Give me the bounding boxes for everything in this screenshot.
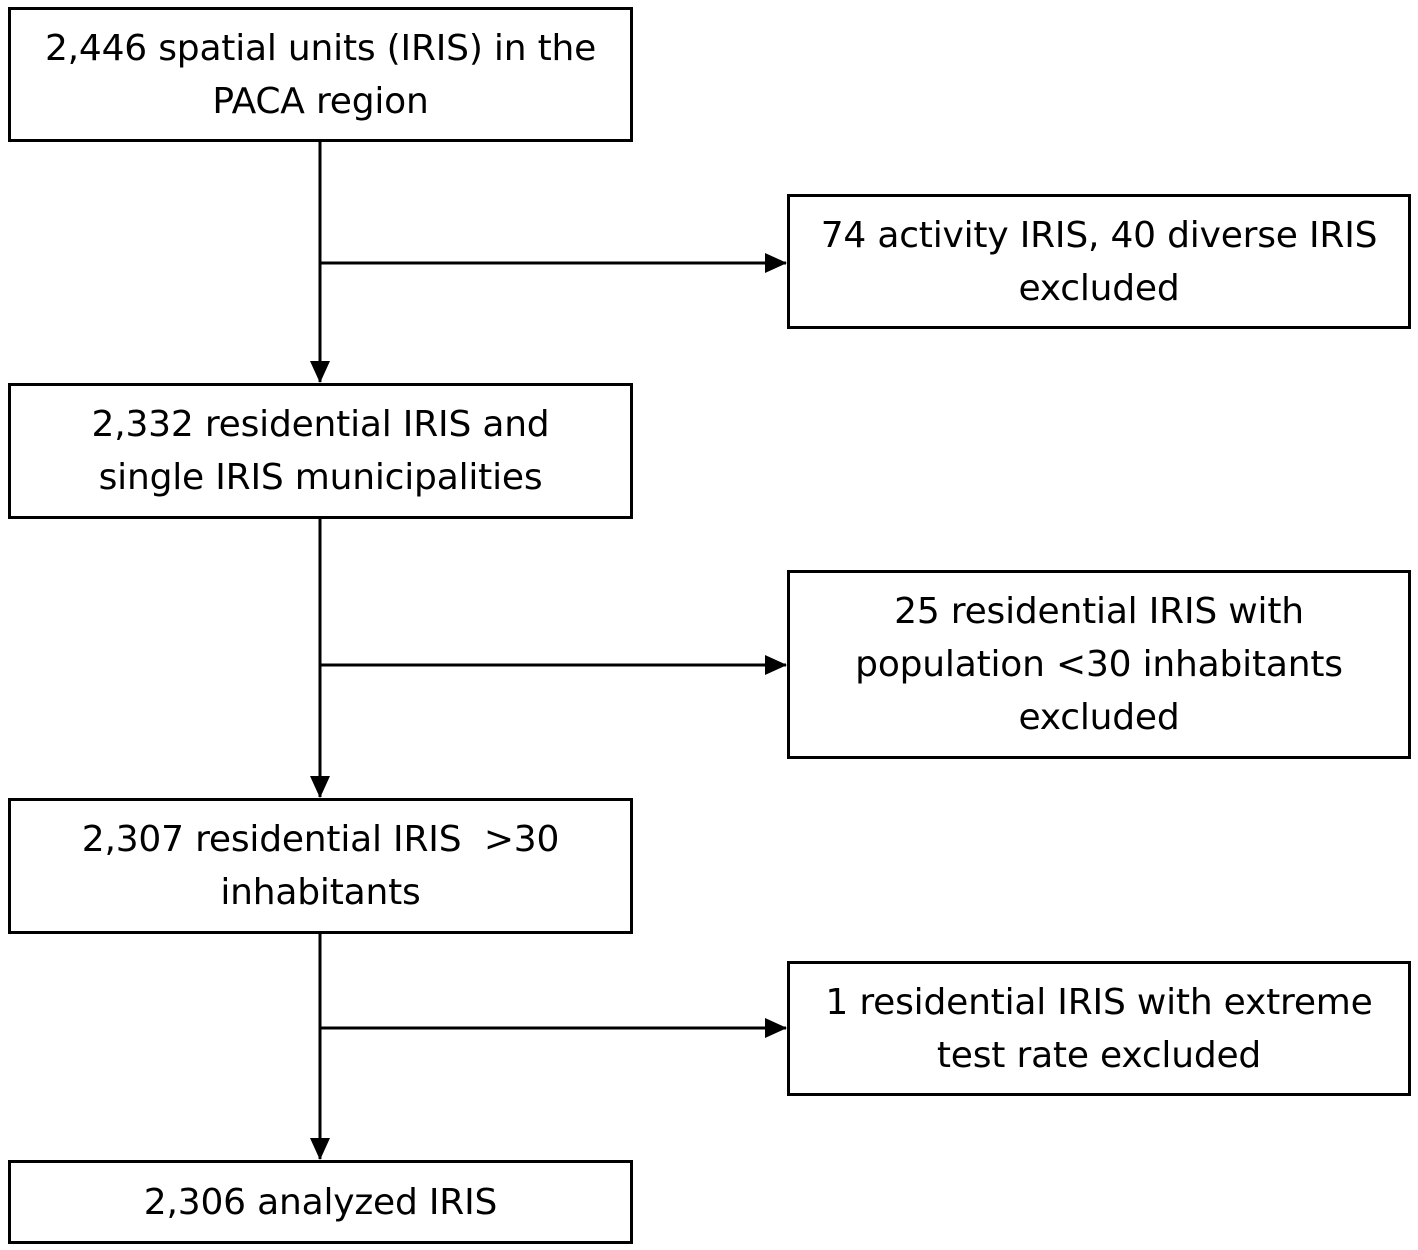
step-box-spatial-units: 2,446 spatial units (IRIS) in the PACA r… [8,7,633,142]
exclusion-box-extreme-test-rate: 1 residential IRIS with extreme test rat… [787,961,1411,1096]
exclusion-2-line-2: population <30 inhabitants [855,644,1343,685]
step-1-line-1: 2,446 spatial units (IRIS) in the [44,27,597,69]
step-4-line-1: 2,306 analyzed IRIS [143,1181,498,1223]
exclusion-1-line-1: 74 activity IRIS, 40 diverse IRIS [820,214,1378,256]
step-box-residential-iris: 2,332 residential IRIS and single IRIS m… [8,383,633,519]
step-box-analyzed-iris: 2,306 analyzed IRIS [8,1160,633,1244]
step-1-line-2: PACA region [212,80,429,122]
step-2-line-2: single IRIS municipalities [98,457,543,498]
exclusion-2-line-1: 25 residential IRIS with [894,591,1304,632]
exclusion-2-line-3: excluded [1018,697,1180,738]
exclusion-box-low-population: 25 residential IRIS with population <30 … [787,570,1411,759]
exclusion-1-line-2: excluded [1018,267,1180,309]
step-3-line-2: inhabitants [220,872,421,913]
exclusion-3-line-1: 1 residential IRIS with extreme [825,981,1373,1023]
exclusion-3-line-2: test rate excluded [936,1034,1262,1076]
step-3-line-1: 2,307 residential IRIS >30 [81,819,560,860]
step-box-residential-over-30: 2,307 residential IRIS >30 inhabitants [8,798,633,934]
exclusion-box-activity-iris: 74 activity IRIS, 40 diverse IRIS exclud… [787,194,1411,329]
step-2-line-1: 2,332 residential IRIS and [91,404,550,445]
